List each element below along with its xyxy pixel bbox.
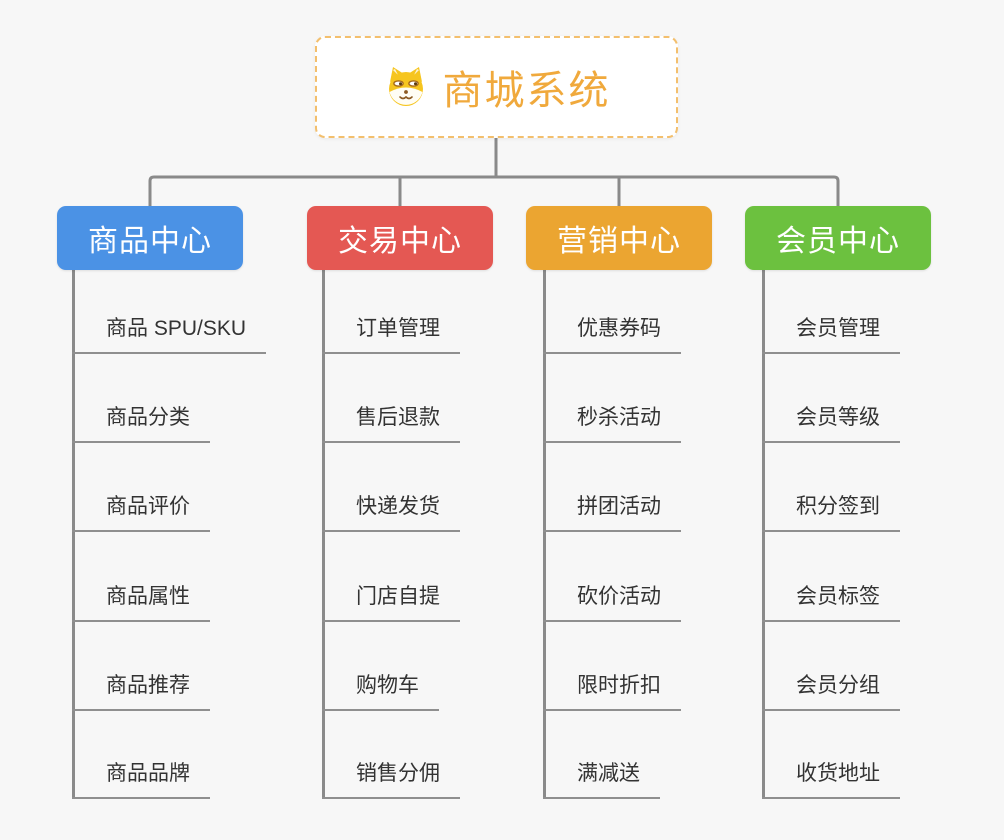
leaf-item[interactable]: 会员标签 bbox=[762, 580, 900, 622]
leaf-item[interactable]: 购物车 bbox=[322, 669, 439, 711]
root-node-mall-system[interactable]: 商城系统 bbox=[315, 36, 678, 138]
branch-node-product-center[interactable]: 商品中心 bbox=[57, 206, 243, 270]
leaf-item[interactable]: 商品评价 bbox=[72, 490, 210, 532]
leaf-item[interactable]: 拼团活动 bbox=[543, 490, 681, 532]
leaf-item[interactable]: 销售分佣 bbox=[322, 757, 460, 799]
root-title: 商城系统 bbox=[442, 69, 611, 113]
branch-node-trade-center[interactable]: 交易中心 bbox=[307, 206, 493, 270]
leaf-item[interactable]: 商品推荐 bbox=[72, 669, 210, 711]
branch-node-marketing-center[interactable]: 营销中心 bbox=[526, 206, 712, 270]
leaf-item[interactable]: 会员分组 bbox=[762, 669, 900, 711]
leaf-item[interactable]: 售后退款 bbox=[322, 401, 460, 443]
leaf-item[interactable]: 会员管理 bbox=[762, 312, 900, 354]
leaf-item[interactable]: 商品分类 bbox=[72, 401, 210, 443]
leaf-item[interactable]: 积分签到 bbox=[762, 490, 900, 532]
leaf-item[interactable]: 收货地址 bbox=[762, 757, 900, 799]
leaf-item[interactable]: 会员等级 bbox=[762, 401, 900, 443]
branch-node-member-center[interactable]: 会员中心 bbox=[745, 206, 931, 270]
leaf-item[interactable]: 限时折扣 bbox=[543, 669, 681, 711]
leaf-item[interactable]: 商品品牌 bbox=[72, 757, 210, 799]
dog-icon bbox=[388, 67, 423, 106]
leaf-item[interactable]: 优惠券码 bbox=[543, 312, 681, 354]
leaf-item[interactable]: 商品属性 bbox=[72, 580, 210, 622]
leaf-item[interactable]: 秒杀活动 bbox=[543, 401, 681, 443]
leaf-item[interactable]: 满减送 bbox=[543, 757, 660, 799]
leaf-item[interactable]: 订单管理 bbox=[322, 312, 460, 354]
leaf-item[interactable]: 砍价活动 bbox=[543, 580, 681, 622]
leaf-item[interactable]: 快递发货 bbox=[322, 490, 460, 532]
leaf-item[interactable]: 商品 SPU/SKU bbox=[72, 312, 267, 354]
leaf-item[interactable]: 门店自提 bbox=[322, 580, 460, 622]
